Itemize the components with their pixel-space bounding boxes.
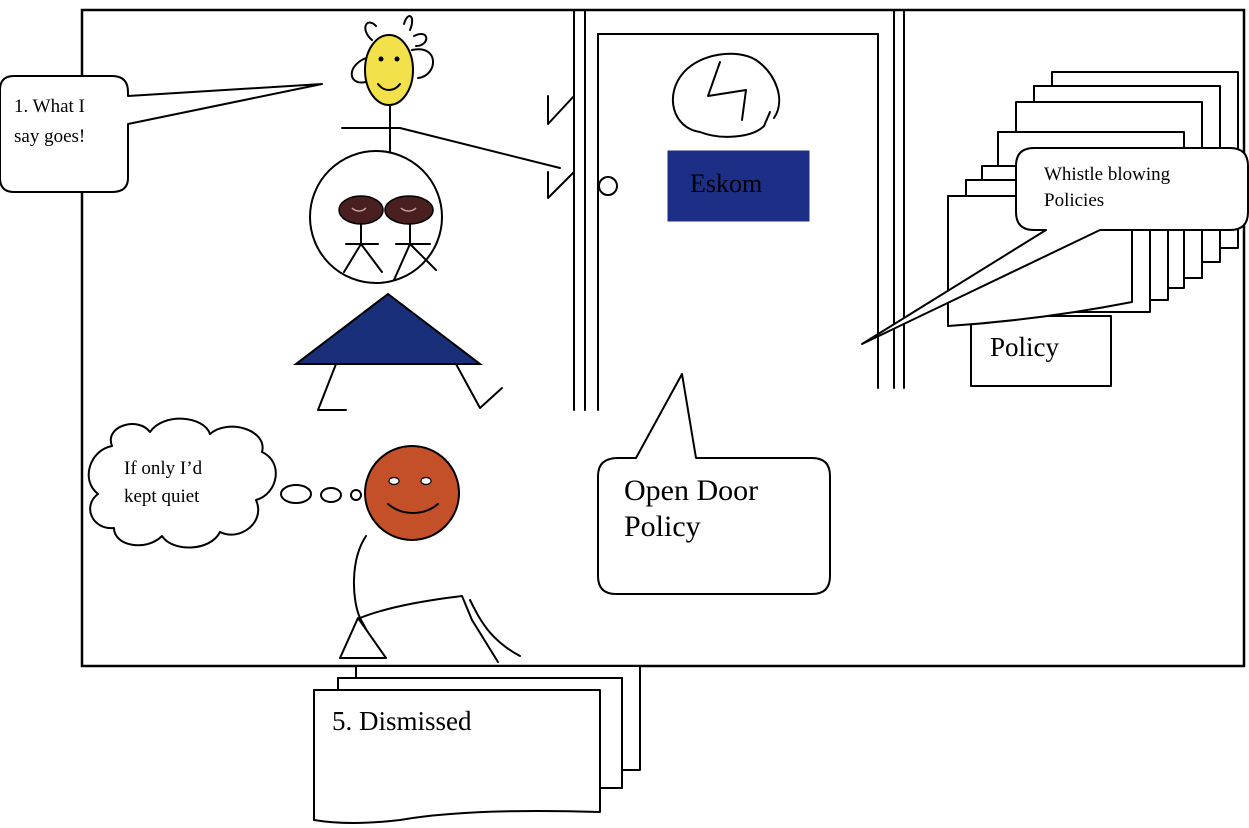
employee-body <box>353 535 521 663</box>
eskom-sign-label: Eskom <box>690 169 762 198</box>
door-hinge-top <box>547 95 575 125</box>
boss-arm <box>341 127 561 169</box>
whistle-speech-line1: Whistle blowing <box>1044 164 1171 185</box>
thought-dot-large <box>280 484 312 504</box>
policy-page <box>970 315 1112 387</box>
door-knob <box>598 176 618 196</box>
thought-cloud-line1: If only I’d <box>124 458 203 479</box>
open-door-speech-bubble <box>597 373 831 595</box>
employee-seat <box>339 617 387 659</box>
boss-hair <box>350 15 434 84</box>
boss-speech-bubble <box>0 75 323 193</box>
dismissed-page <box>313 689 601 824</box>
open-door-speech-line1: Open Door <box>624 474 758 507</box>
thought-dot-medium <box>320 487 342 503</box>
employee-figure <box>339 445 521 663</box>
whistle-speech-bubble <box>861 147 1249 345</box>
thought-cloud <box>87 417 277 549</box>
eskom-sign <box>667 150 810 222</box>
door-hinge-bottom <box>547 171 575 199</box>
whistle-speech-line2: Policies <box>1044 190 1104 211</box>
boss-legs <box>317 363 503 411</box>
boss-face <box>364 34 414 106</box>
employee-face <box>364 445 460 541</box>
policy-page-label: Policy <box>990 332 1060 362</box>
thought-dot-small <box>350 489 362 501</box>
office-door <box>547 9 905 411</box>
open-door-speech-line2: Policy <box>624 510 701 543</box>
boss-figure <box>293 15 561 411</box>
thought-cloud-line2: kept quiet <box>124 486 200 507</box>
eskom-logo <box>671 52 781 138</box>
dismissed-page-label: 5. Dismissed <box>332 706 472 736</box>
boss-speech-line1: 1. What I <box>14 96 85 117</box>
boss-speech-line2: say goes! <box>14 126 85 147</box>
boss-skirt <box>293 292 483 365</box>
dismissed-document-stack <box>313 665 641 824</box>
